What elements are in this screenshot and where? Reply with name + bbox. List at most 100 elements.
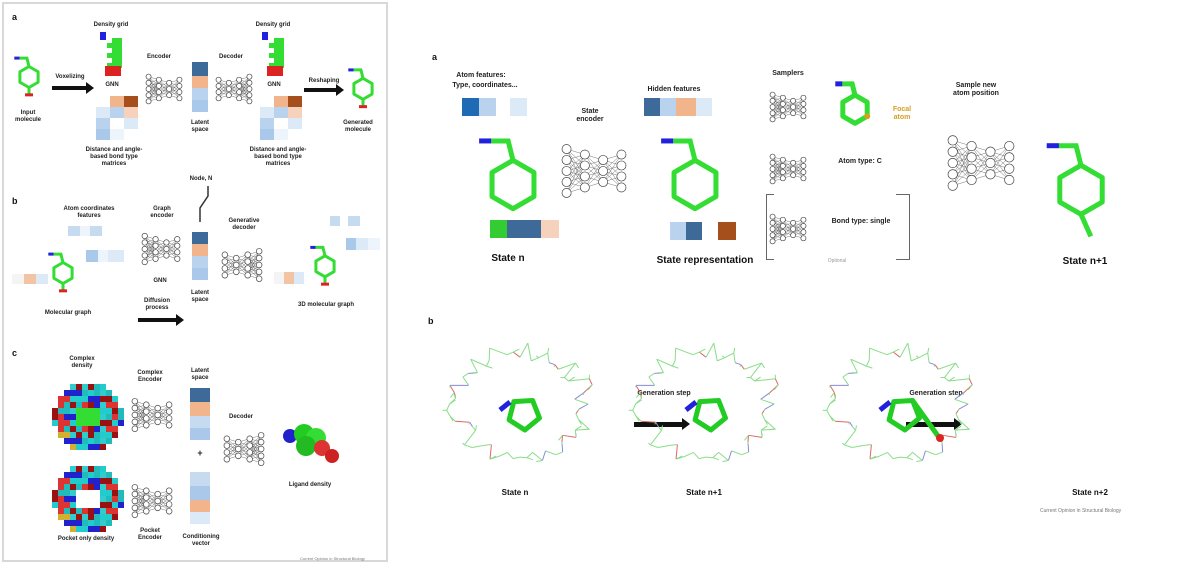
generation-step-1-label: Generation step	[637, 390, 691, 397]
input-graph-molecule-image	[48, 252, 74, 293]
coordinate-vector	[68, 226, 102, 236]
reshaping-arrow	[304, 84, 344, 96]
latent-space-b-label: Latent space	[191, 290, 209, 304]
pocket-density-image	[52, 466, 124, 532]
panel-a-label-right: a	[432, 52, 438, 62]
decoder-label: Decoder	[218, 54, 243, 60]
encoder-label: Encoder	[146, 54, 171, 60]
gnn-label: GNN	[105, 82, 119, 88]
atom-features-label-right: Atom features:	[456, 72, 506, 79]
optional-label: Optional	[827, 258, 847, 264]
state-encoder-label: State encoder	[576, 108, 604, 124]
latent-vector	[192, 62, 208, 112]
ligand-density-label: Ligand density	[288, 482, 332, 488]
complex-encoder-label: Complex Encoder	[137, 370, 163, 384]
density-grid-label: Density grid	[93, 22, 129, 28]
atom-features-sub-label: Type, coordinates...	[452, 82, 518, 89]
complex-encoder-network-icon	[131, 398, 173, 432]
panel-a-label: a	[12, 12, 18, 22]
voxelizing-arrow	[52, 82, 94, 94]
node-link-line	[199, 186, 209, 222]
focal-atom-label: Focal atom	[892, 106, 912, 122]
output-graph-label: 3D molecular graph	[298, 302, 355, 308]
hidden-features-label: Hidden features	[647, 86, 701, 93]
bond-type-label: Bond type: single	[831, 218, 891, 225]
panel-b-label-right: b	[428, 316, 434, 326]
hidden-feature-vector	[644, 98, 712, 116]
atom-feature-vector	[462, 98, 527, 116]
generative-decoder-network-icon	[221, 248, 263, 282]
bond-feature-vector	[490, 220, 559, 238]
pocket-density-label: Pocket only density	[57, 536, 115, 542]
state-n-molecule-image	[479, 138, 537, 212]
input-molecule-label: Input molecule	[14, 110, 41, 124]
input-molecule-image	[14, 56, 40, 97]
state-n1-label: State n+1	[1062, 256, 1108, 267]
latent-space-c-label: Latent space	[191, 368, 209, 382]
output-graph-molecule-image	[310, 245, 336, 286]
state-n1-pocket-image	[628, 342, 779, 462]
focal-atom-molecule-image	[835, 81, 871, 126]
left-figure: a Input molecule Voxelizing Density grid…	[2, 2, 388, 562]
state-representation-molecule-image	[661, 138, 719, 212]
ligand-decoder-network-icon	[223, 432, 265, 466]
state-n2-b-label: State n+2	[1072, 488, 1108, 497]
decoder-network-icon	[215, 73, 253, 105]
optional-bracket	[896, 194, 910, 260]
generation-step-2-label: Generation step	[909, 390, 963, 397]
molecular-graph-label: Molecular graph	[44, 310, 92, 316]
conditioning-vector	[190, 472, 210, 524]
latent-vector-b	[192, 232, 208, 280]
latent-vector-c	[190, 388, 210, 440]
generative-decoder-label: Generative decoder	[228, 218, 260, 232]
edge-vector	[12, 274, 48, 284]
atom-type-sampler-network-icon	[769, 153, 807, 185]
decoder-c-label: Decoder	[228, 414, 253, 420]
density-grid-2-image	[262, 32, 284, 76]
gnn-b-label: GNN	[153, 278, 167, 284]
output-vector-1	[330, 216, 360, 226]
matrix-caption: Distance and angle-based bond type matri…	[85, 147, 143, 168]
position-sampler-network-icon	[947, 135, 1015, 191]
state-n1-b-label: State n+1	[686, 488, 722, 497]
pocket-encoder-network-icon	[131, 484, 173, 518]
feature-vector	[86, 250, 124, 262]
conditioning-vector-label: Conditioning vector	[182, 534, 220, 548]
generated-molecule-label: Generated molecule	[343, 120, 373, 134]
output-vector-3	[274, 272, 304, 284]
sample-position-label: Sample new atom position	[953, 82, 999, 98]
pocket-encoder-label: Pocket Encoder	[137, 528, 162, 542]
bond-matrix-2-image	[260, 96, 302, 140]
atom-type-label: Atom type: C	[838, 158, 882, 165]
complex-density-image	[52, 384, 124, 450]
panel-b-label: b	[12, 196, 18, 206]
diffusion-label: Diffusion process	[144, 298, 170, 312]
reshaping-label: Reshaping	[308, 78, 340, 84]
generated-molecule-image	[348, 68, 374, 109]
density-grid-image	[100, 32, 122, 76]
state-n-pocket-image	[442, 342, 593, 462]
state-n2-pocket-image	[822, 342, 973, 462]
samplers-label: Samplers	[772, 70, 804, 77]
bond-matrix-image	[96, 96, 138, 140]
gnn-2-label: GNN	[267, 82, 281, 88]
credit-left: Current Opinion in Structural Biology	[300, 556, 365, 561]
latent-space-label: Latent space	[191, 120, 209, 134]
plus-sign: +	[197, 448, 203, 458]
diffusion-arrow	[138, 314, 184, 326]
state-n-b-label: State n	[501, 488, 529, 497]
complex-density-label: Complex density	[69, 356, 95, 370]
credit-right: Current Opinion in Structural Biology	[1040, 508, 1122, 514]
encoder-network-icon	[145, 73, 183, 105]
panel-c-label: c	[12, 348, 18, 358]
graph-encoder-network-icon	[141, 232, 181, 266]
state-n1-molecule-image	[1046, 143, 1105, 238]
focal-sampler-network-icon	[769, 91, 807, 123]
node-label: Node, N	[189, 176, 213, 182]
state-representation-label: State representation	[650, 255, 760, 268]
density-grid-2-label: Density grid	[255, 22, 291, 28]
state-representation-text: State representation	[656, 255, 754, 266]
atom-features-label: Atom coordinates features	[63, 206, 115, 220]
optional-bracket-left	[766, 194, 774, 260]
hidden-bond-vector	[670, 222, 736, 240]
